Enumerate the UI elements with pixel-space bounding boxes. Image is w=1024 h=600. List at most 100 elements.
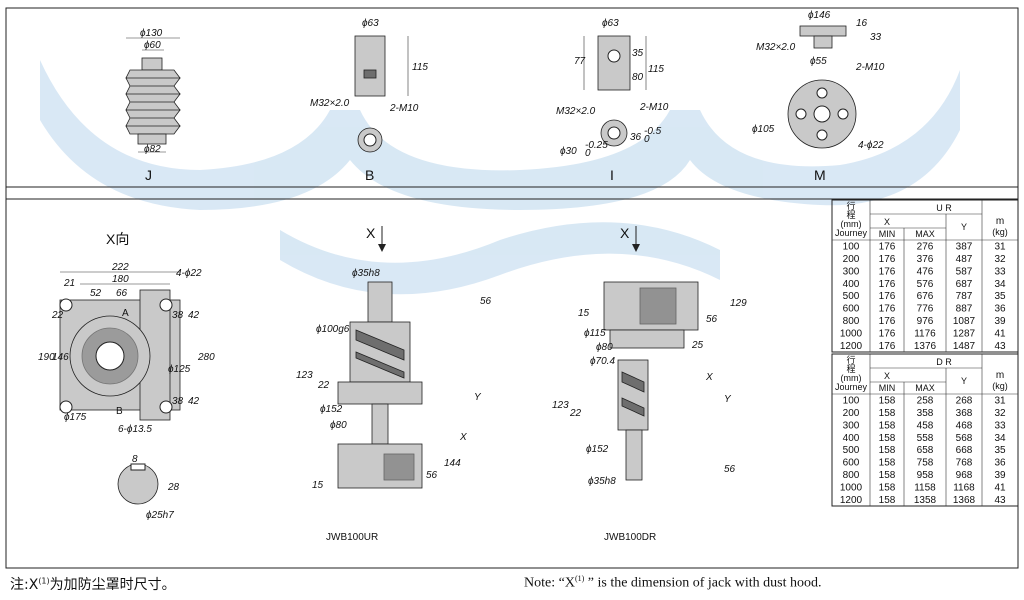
table-cell: 558	[917, 433, 934, 444]
view-letter-i: I	[610, 167, 614, 183]
dim-x-holes: 4-ϕ22	[176, 268, 202, 279]
table-col-max: MAX	[915, 383, 935, 393]
dr-dim-10: 123	[552, 400, 569, 411]
dim-i-7: 2-M10	[639, 102, 669, 113]
table-col-y: Y	[961, 376, 967, 386]
shaft-section: 8 28 ϕ25h7	[117, 454, 180, 521]
dim-shaft-dia: ϕ25h7	[146, 510, 174, 521]
table-cell: 33	[994, 266, 1006, 277]
table-cell: 41	[994, 329, 1006, 340]
table-cell: 35	[994, 291, 1006, 302]
table-cell: 34	[994, 433, 1006, 444]
dim-b-1: ϕ63	[362, 18, 379, 29]
table-cell: 258	[917, 395, 934, 406]
table-cell: 158	[879, 458, 896, 469]
table-cell: 687	[956, 279, 973, 290]
dim-x-146: 146	[52, 352, 69, 363]
ur-dim-2: 56	[480, 296, 492, 307]
table-journey-label: 行	[846, 354, 855, 365]
table-cell: 176	[879, 241, 896, 252]
table-cell: 387	[956, 241, 973, 252]
table-cell: 176	[879, 329, 896, 340]
table-cell: 43	[994, 495, 1006, 506]
view-m: ϕ146 16 33 M32×2.0 ϕ55 2-M10 ϕ105 4-ϕ22 …	[752, 10, 885, 183]
table-cell: 487	[956, 254, 973, 265]
dr-table-bg	[831, 353, 1019, 507]
table-cell: 176	[879, 254, 896, 265]
dim-i-6: M32×2.0	[556, 106, 596, 117]
table-cell: 176	[879, 341, 896, 352]
table-cell: 500	[843, 445, 860, 456]
ur-dim-12: 56	[426, 470, 438, 481]
label-a: A	[122, 308, 129, 319]
table-cell: 1368	[953, 495, 976, 506]
dr-dim-5: 25	[691, 340, 704, 351]
dr-caption: JWB100DR	[604, 532, 656, 543]
dim-x-222: 222	[111, 262, 129, 273]
dim-i-8: ϕ30	[560, 146, 577, 157]
view-letter-b: B	[365, 167, 374, 183]
table-col-mass-unit: (kg)	[992, 381, 1008, 391]
table-cell: 668	[956, 445, 973, 456]
dim-x-21: 21	[63, 278, 75, 289]
dr-dim-9: Y	[724, 394, 732, 405]
ur-dim-9: X	[459, 432, 467, 443]
x-view-title: X向	[106, 231, 129, 247]
label-b: B	[116, 406, 123, 417]
x-direction-view: X向 222 180 21 52 66 4-ϕ22 A B 22 38 42 1…	[38, 231, 215, 435]
view-b: ϕ63 115 M32×2.0 2-M10 B	[310, 18, 428, 183]
table-cell: 1200	[840, 495, 863, 506]
table-cell: 176	[879, 316, 896, 327]
dim-x-38a: 38	[172, 310, 184, 321]
dim-j-3: ϕ82	[144, 144, 161, 155]
dim-i-4: 80	[632, 72, 644, 83]
dr-dim-6: ϕ80	[596, 342, 613, 353]
table-cell: 787	[956, 291, 973, 302]
table-cell: 176	[879, 304, 896, 315]
dim-key-28: 28	[167, 482, 180, 493]
table-journey-label: 程	[846, 210, 855, 220]
watermark-logo	[40, 60, 960, 295]
table-col-min: MIN	[879, 383, 896, 393]
note-cn-rest: 为加防尘罩时尺寸。	[49, 577, 176, 593]
dim-i-5: 115	[648, 64, 664, 75]
dim-i-9-up: -0.5	[644, 126, 662, 137]
table-journey-label: Journey	[835, 228, 868, 238]
ur-dim-3: ϕ100g6	[316, 324, 350, 335]
table-cell: 400	[843, 433, 860, 444]
dim-x-180: 180	[112, 274, 129, 285]
table-cell: 1168	[953, 483, 975, 494]
table-cell: 658	[917, 445, 934, 456]
table-cell: 200	[843, 254, 860, 265]
dim-b-3: M32×2.0	[310, 98, 350, 109]
note-english: Note: “X(1) ” is the dimension of jack w…	[524, 574, 821, 592]
dr-dim-4: ϕ115	[584, 328, 606, 339]
table-cell: 158	[879, 395, 896, 406]
table-cell: 800	[843, 470, 860, 481]
note-cn-sup: (1)	[38, 576, 50, 586]
table-cell: 1487	[953, 341, 976, 352]
table-cell: 358	[917, 408, 934, 419]
table-cell: 158	[879, 495, 896, 506]
dim-i-9: 36	[630, 132, 642, 143]
dim-x-280: 280	[197, 352, 215, 363]
table-cell: 887	[956, 304, 973, 315]
table-cell: 41	[994, 483, 1006, 494]
table-journey-label: 程	[846, 364, 855, 374]
dim-i-2: 77	[574, 56, 586, 67]
dim-i-8-up: -0.25	[585, 140, 608, 151]
dim-m-3: 33	[870, 32, 882, 43]
table-cell: 1000	[840, 329, 863, 340]
ur-dim-7: ϕ152	[320, 404, 343, 415]
table-title: U R	[936, 203, 952, 213]
table-cell: 958	[917, 470, 934, 481]
table-col-max: MAX	[915, 229, 935, 239]
table-cell: 300	[843, 266, 860, 277]
dim-x-66: 66	[116, 288, 128, 299]
dim-m-5: ϕ55	[810, 56, 827, 67]
dim-x-38b: 38	[172, 396, 184, 407]
note-cn-prefix: 注:X	[10, 577, 39, 593]
